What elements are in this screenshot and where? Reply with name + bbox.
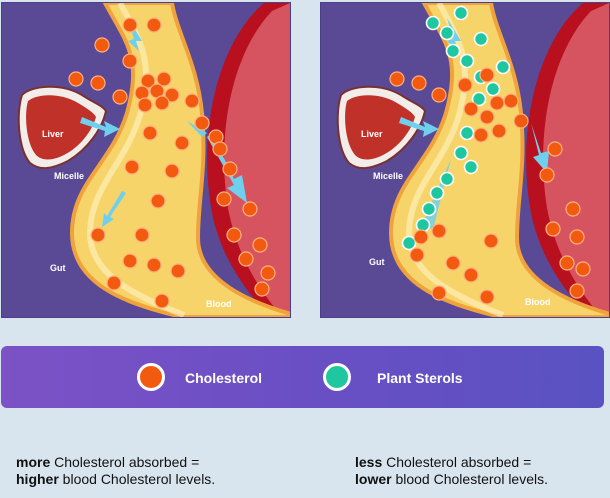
gut-tube xyxy=(69,3,290,317)
caption-left: more Cholesterol absorbed = higher blood… xyxy=(16,454,215,488)
gut-label: Gut xyxy=(50,263,66,273)
plant-sterol-particles xyxy=(401,5,511,251)
caption-right-line2-rest: blood Cholesterol levels. xyxy=(391,471,548,487)
plant-sterols-legend-label: Plant Sterols xyxy=(377,370,463,386)
caption-right-line2-bold: lower xyxy=(355,471,392,487)
left-panel-illustration xyxy=(17,3,290,317)
liver-label: Liver xyxy=(42,129,64,139)
right-panel-illustration xyxy=(336,3,609,317)
cholesterol-particles xyxy=(389,67,591,305)
gut-tube-highlight xyxy=(405,3,505,317)
cholesterol-legend-swatch xyxy=(137,363,165,391)
caption-left-line1-rest: Cholesterol absorbed = xyxy=(50,454,200,470)
cholesterol-particles xyxy=(68,17,276,309)
cholesterol-legend-label: Cholesterol xyxy=(185,370,263,386)
diagram-panel-less-absorption: Liver Micelle Gut Blood xyxy=(320,2,610,318)
legend: Cholesterol Plant Sterols xyxy=(1,346,604,408)
blood-vessel-inner xyxy=(543,3,609,317)
diagram-panel-more-absorption: Liver Micelle Gut Blood xyxy=(1,2,291,318)
blood-label: Blood xyxy=(206,299,232,309)
gut-label: Gut xyxy=(369,257,385,267)
caption-right: less Cholesterol absorbed = lower blood … xyxy=(355,454,548,488)
caption-right-line1-bold: less xyxy=(355,454,383,470)
liver-icon xyxy=(336,85,427,169)
caption-left-line1-bold: more xyxy=(16,454,51,470)
caption-left-line2-rest: blood Cholesterol levels. xyxy=(58,471,216,487)
micelle-label: Micelle xyxy=(373,171,404,181)
liver-icon xyxy=(17,85,108,169)
blood-label: Blood xyxy=(525,297,551,307)
plant-sterols-legend-swatch xyxy=(323,363,351,391)
micelle-label: Micelle xyxy=(54,171,85,181)
caption-left-line2-bold: higher xyxy=(16,471,59,487)
caption-right-line1-rest: Cholesterol absorbed = xyxy=(382,454,532,470)
gut-tube xyxy=(388,3,609,317)
liver-label: Liver xyxy=(361,129,383,139)
